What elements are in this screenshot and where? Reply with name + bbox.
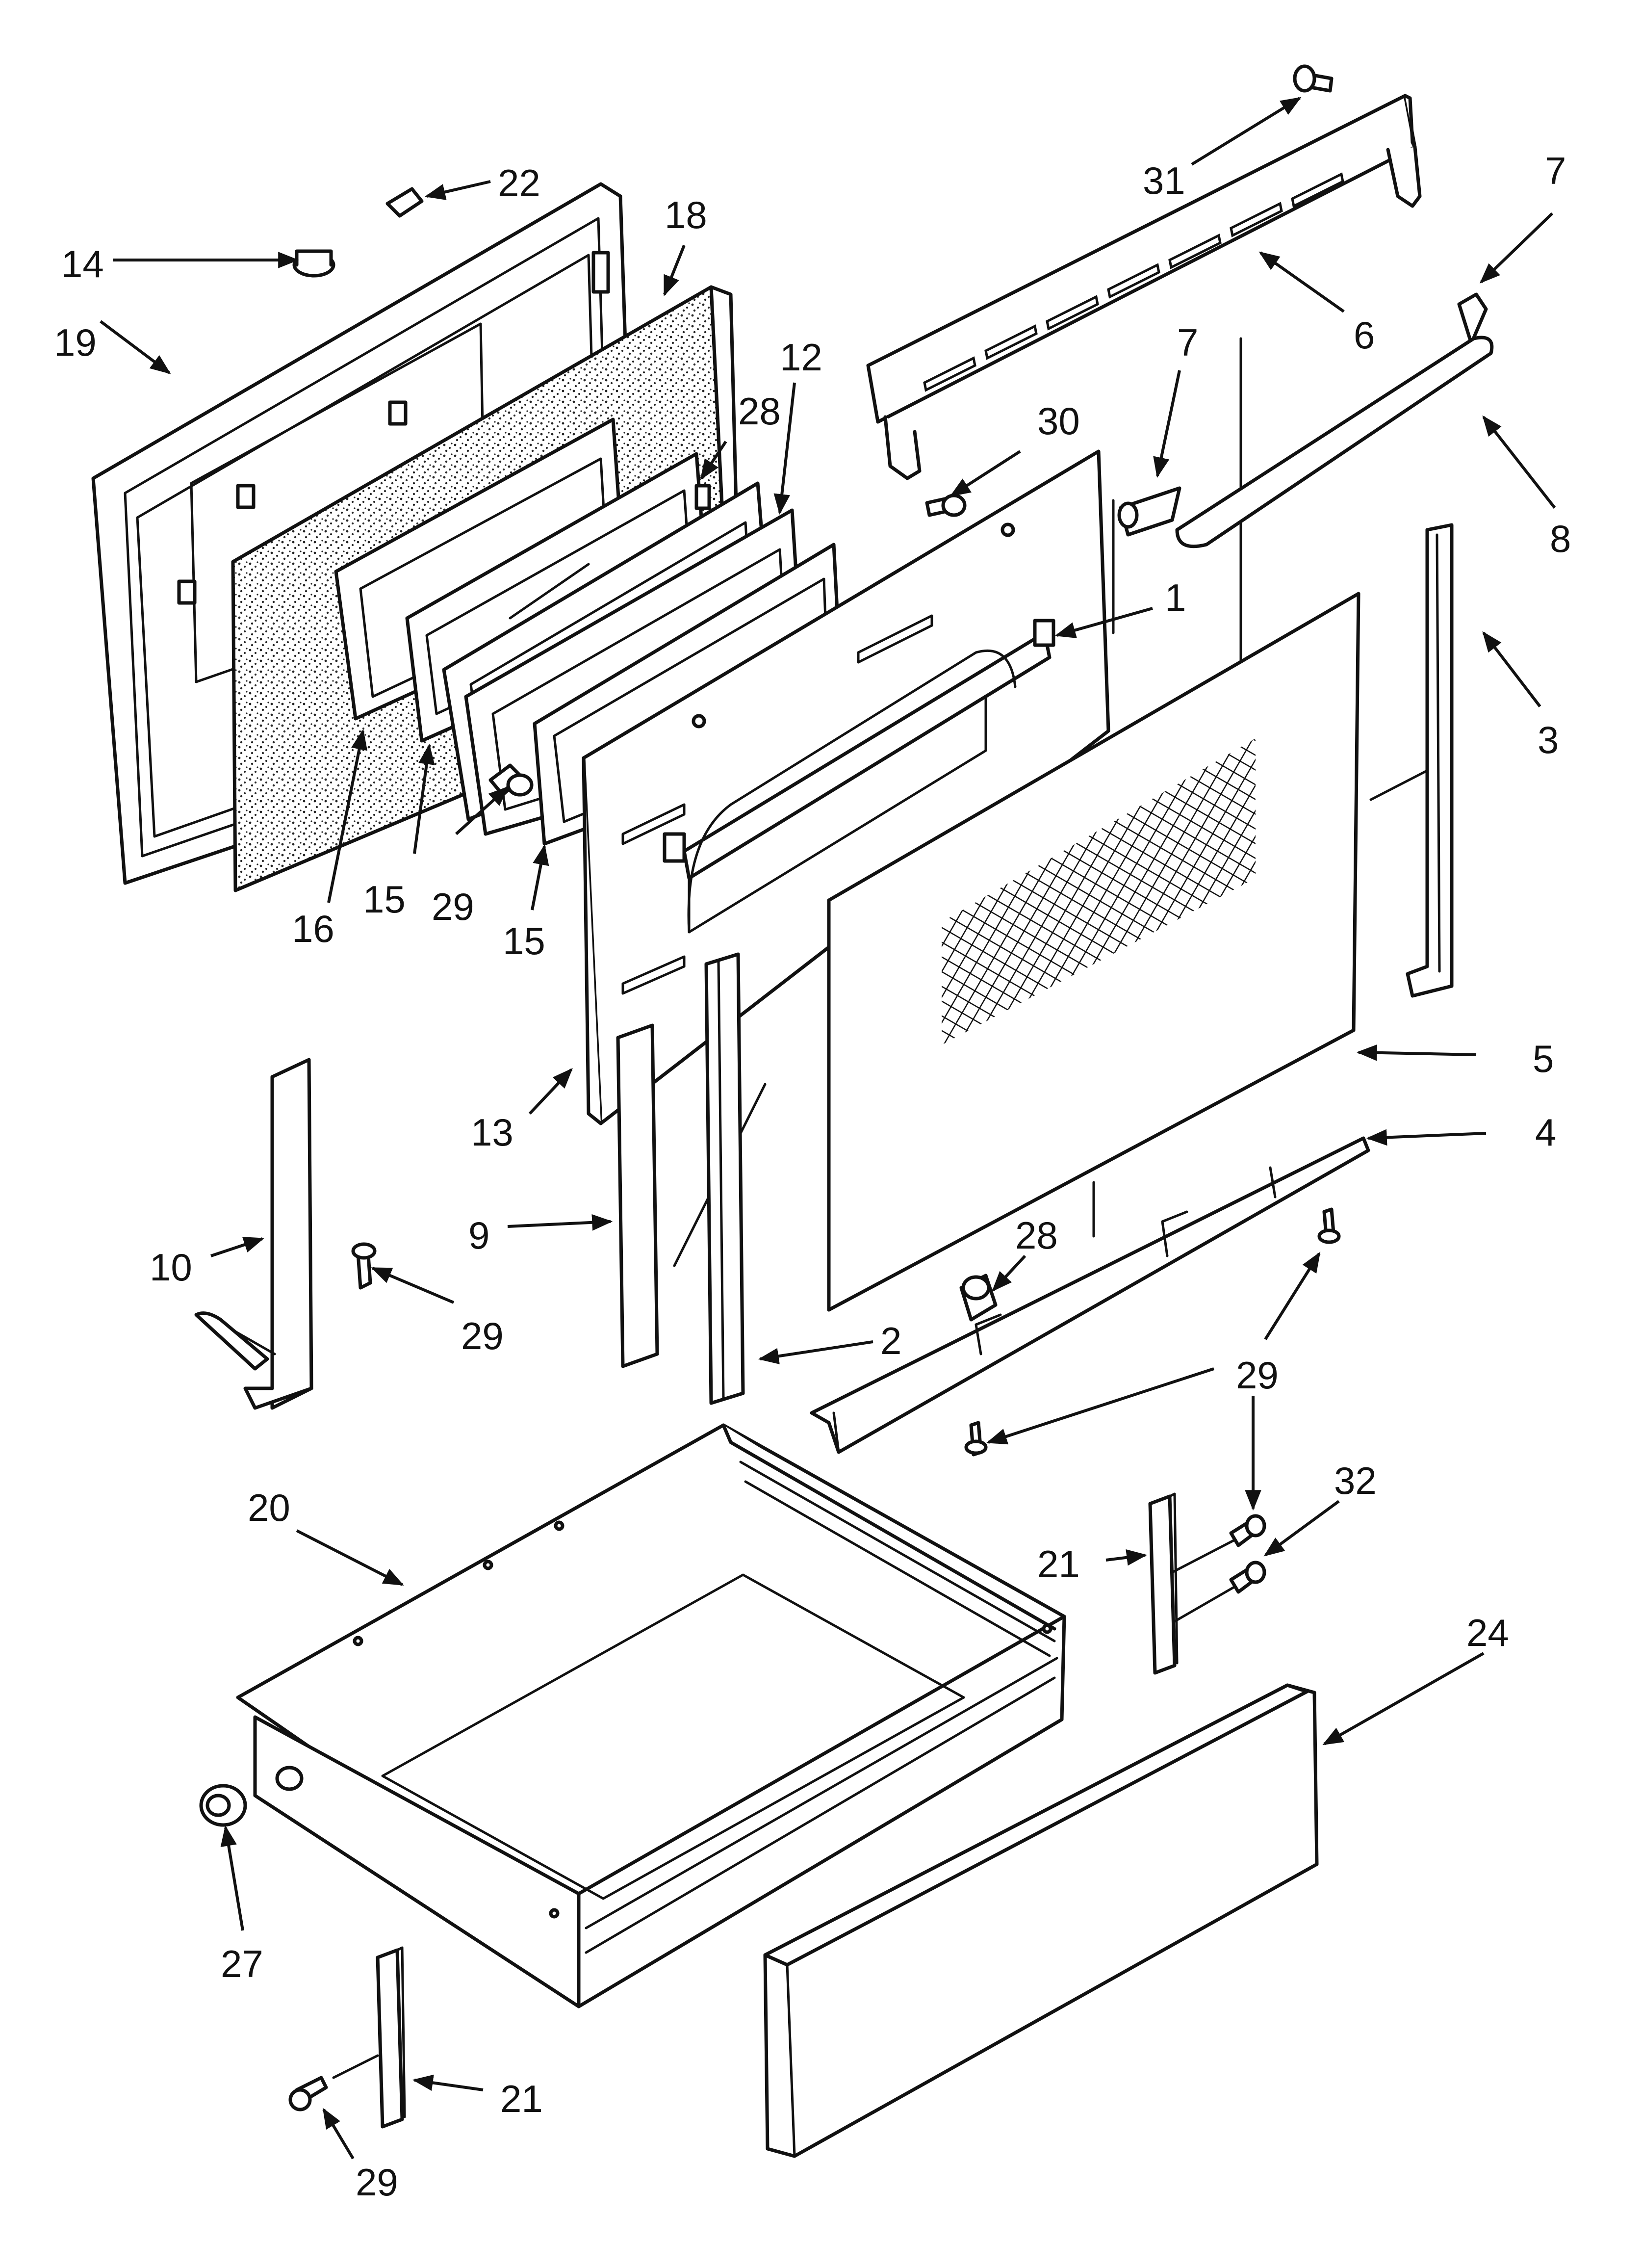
callout-5: 5	[1533, 1037, 1554, 1080]
storage-drawer	[236, 1423, 1066, 2008]
callout-18: 18	[665, 193, 707, 236]
callout-15b: 15	[503, 919, 545, 963]
callout-3: 3	[1538, 718, 1559, 761]
callout-10: 10	[150, 1246, 192, 1289]
callout-29d: 29	[356, 2161, 398, 2204]
callout-30: 30	[1037, 399, 1080, 443]
inner-door-panel	[582, 449, 1110, 1125]
callout-6: 6	[1354, 313, 1375, 357]
callout-4: 4	[1535, 1111, 1556, 1154]
callout-32: 32	[1334, 1459, 1377, 1502]
bracket-screws	[351, 1207, 1341, 1457]
door-bottom-bracket	[810, 1136, 1370, 1454]
door-handle-channel	[663, 619, 1055, 934]
callout-13: 13	[471, 1111, 513, 1154]
callout-29b: 29	[461, 1314, 504, 1357]
left-side-bracket	[194, 1058, 313, 1410]
callout-28b: 28	[1015, 1214, 1058, 1257]
door-clip	[385, 187, 424, 218]
handle-bracket-right	[1457, 292, 1488, 345]
vent-screw-30	[925, 494, 967, 517]
callout-19: 19	[54, 321, 97, 364]
callout-16: 16	[292, 907, 334, 950]
vent-screw-31	[1293, 64, 1334, 93]
callout-24: 24	[1466, 1611, 1509, 1654]
callout-29c: 29	[1236, 1354, 1279, 1397]
callout-labels: 1 2 3 4 5 6 7 7 8 9 10 12 13 14 15 15 16…	[54, 149, 1571, 2204]
callout-1: 1	[1165, 576, 1186, 619]
drawer-slide-bracket-left	[332, 1946, 406, 2129]
handle-bracket-left	[1117, 486, 1181, 537]
callout-2: 2	[880, 1319, 901, 1362]
door-window-glass	[827, 592, 1360, 1312]
callout-29a: 29	[432, 885, 474, 928]
callout-7a: 7	[1177, 321, 1198, 364]
callout-21a: 21	[1037, 1542, 1080, 1586]
slide-screws	[288, 1514, 1266, 2112]
callout-31: 31	[1143, 159, 1185, 202]
callout-9: 9	[468, 1214, 489, 1257]
callout-leaders	[100, 97, 1556, 2160]
callout-14: 14	[61, 242, 104, 286]
callout-8: 8	[1550, 517, 1571, 560]
callout-15a: 15	[363, 878, 406, 921]
vent-trim	[866, 94, 1422, 480]
drawer-slide-bracket-right	[1148, 1492, 1240, 1675]
callout-22: 22	[498, 161, 540, 205]
right-side-trim	[1406, 523, 1454, 998]
callout-21b: 21	[500, 2077, 543, 2120]
callout-12: 12	[780, 336, 822, 379]
door-side-trim	[616, 1023, 659, 1368]
callout-27: 27	[221, 1942, 263, 1985]
callout-7b: 7	[1545, 149, 1566, 192]
drawer-roller	[199, 1766, 304, 1827]
door-handle	[1175, 336, 1494, 548]
door-bumper	[292, 249, 335, 278]
callout-28a: 28	[738, 390, 781, 433]
drawer-front-panel	[763, 1683, 1319, 2158]
hinge-clip	[959, 1274, 998, 1322]
callout-20: 20	[248, 1486, 290, 1529]
door-side-channel	[704, 952, 745, 1405]
